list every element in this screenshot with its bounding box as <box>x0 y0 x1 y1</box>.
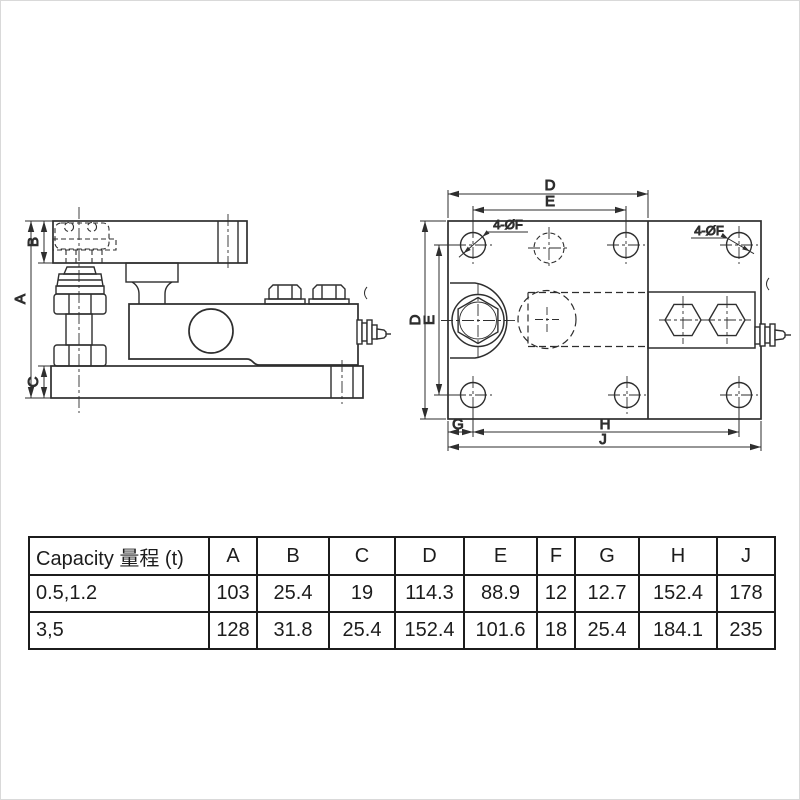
table-header-b: B <box>256 536 330 576</box>
table-header-j: J <box>716 536 776 576</box>
table-cell: 152.4 <box>394 611 465 650</box>
dimension-j: J <box>448 421 762 451</box>
dimension-h: H <box>473 409 740 437</box>
hidden-center-hole <box>528 227 570 269</box>
bolt-hole <box>608 376 646 414</box>
table-cell: 19 <box>328 574 396 613</box>
dimension-c: C <box>25 365 51 398</box>
hole-callout-right-label: 4-ØF <box>694 223 724 238</box>
cable-connector-top <box>754 277 791 347</box>
dimension-g: G <box>447 409 474 451</box>
table-header-h: H <box>638 536 718 576</box>
hex-bolt-top <box>703 296 751 344</box>
mounting-bolt <box>308 284 350 305</box>
rod-assembly <box>53 207 107 413</box>
table-cell: 31.8 <box>256 611 330 650</box>
dim-label-c: C <box>25 376 42 387</box>
base-plate <box>50 360 364 404</box>
hole-callout-right: 4-ØF <box>691 223 755 255</box>
mounting-bolt <box>264 284 306 305</box>
bolt-hole <box>720 376 758 414</box>
hex-bolt-top <box>659 296 707 344</box>
table-cell: 101.6 <box>463 611 538 650</box>
table-cell: 25.4 <box>328 611 396 650</box>
top-view-plate <box>447 220 762 420</box>
table-header-a: A <box>208 536 258 576</box>
table-header-g: G <box>574 536 640 576</box>
dimension-e-side: E <box>421 244 454 396</box>
dim-label-h: H <box>600 416 611 433</box>
table-cell: 103 <box>208 574 258 613</box>
table-cell: 152.4 <box>638 574 718 613</box>
dim-label-j: J <box>599 431 607 448</box>
table-header-row: Capacity 量程 (t) A B C D E F G H J <box>28 536 776 576</box>
dimension-e-top: E <box>472 193 627 237</box>
table-header-f: F <box>536 536 576 576</box>
load-cell-body-side <box>128 284 391 366</box>
table-cell: 88.9 <box>463 574 538 613</box>
top-view-drawing: D E D E G <box>407 177 791 451</box>
dim-label-b: B <box>25 237 42 247</box>
side-view-drawing: A B C <box>12 207 391 413</box>
table-cell: 114.3 <box>394 574 465 613</box>
dim-label-a: A <box>12 294 29 304</box>
hidden-hole-centermark <box>535 307 559 332</box>
dimension-d-side: D <box>407 220 446 420</box>
dim-label-e-top: E <box>545 193 555 210</box>
table-cell: 235 <box>716 611 776 650</box>
hex-nut-boss <box>441 282 515 359</box>
capacity-cell: 3,5 <box>28 611 210 650</box>
capacity-cell: 0.5,1.2 <box>28 574 210 613</box>
spec-table: Capacity 量程 (t) A B C D E F G H J 0.5,1.… <box>28 536 776 650</box>
table-cell: 25.4 <box>256 574 330 613</box>
hole-callout-left-label: 4-ØF <box>493 217 523 232</box>
table-cell: 18 <box>536 611 576 650</box>
hidden-load-cell-outline <box>517 289 648 350</box>
table-row: 0.5,1.2 103 25.4 19 114.3 88.9 12 12.7 1… <box>28 574 776 613</box>
dim-label-d-top: D <box>545 177 556 194</box>
hidden-bolt-lines <box>52 221 117 263</box>
table-row: 3,5 128 31.8 25.4 152.4 101.6 18 25.4 18… <box>28 611 776 650</box>
top-plate <box>52 214 248 270</box>
table-header-c: C <box>328 536 396 576</box>
table-cell: 178 <box>716 574 776 613</box>
dim-label-d-side: D <box>407 314 424 325</box>
dimension-b: B <box>25 221 57 264</box>
cable-connector-side <box>356 286 391 345</box>
table-header-d: D <box>394 536 465 576</box>
pedestal <box>125 262 179 304</box>
bolt-hole <box>454 376 492 414</box>
table-header-e: E <box>463 536 538 576</box>
table-cell: 184.1 <box>638 611 718 650</box>
hole-callout-left: 4-ØF <box>458 217 528 258</box>
table-cell: 25.4 <box>574 611 640 650</box>
dimension-d-top: D <box>447 177 649 218</box>
dim-label-e-side: E <box>421 315 438 325</box>
dimension-a: A <box>12 220 53 399</box>
table-header-capacity: Capacity 量程 (t) <box>28 536 210 576</box>
table-cell: 12 <box>536 574 576 613</box>
table-cell: 128 <box>208 611 258 650</box>
dim-label-g: G <box>452 416 464 433</box>
bolt-hole <box>720 226 758 264</box>
table-cell: 12.7 <box>574 574 640 613</box>
